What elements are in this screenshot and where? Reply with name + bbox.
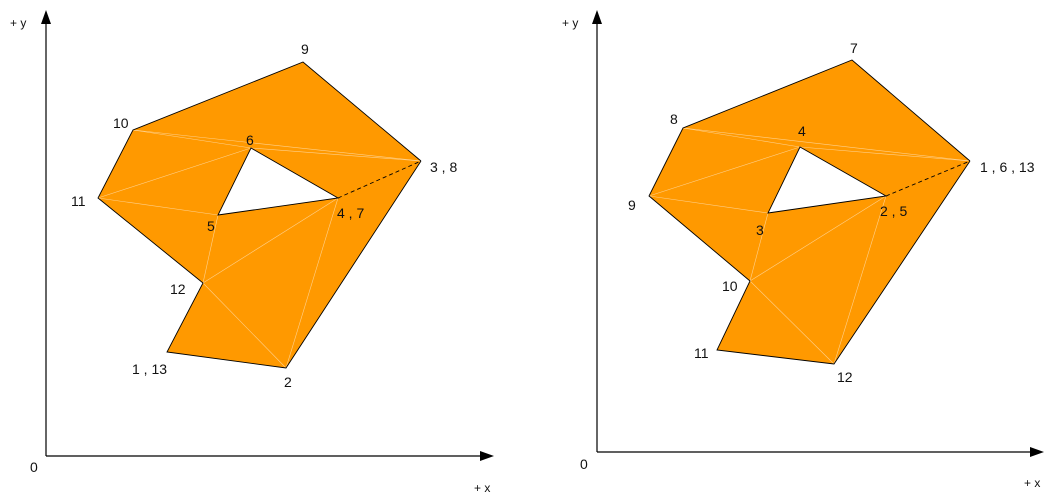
left-vertex-label: 12 bbox=[170, 281, 186, 297]
right-vertex-label: 4 bbox=[798, 123, 806, 139]
right-bridge-edge bbox=[885, 160, 971, 197]
right-vertex-label: 9 bbox=[628, 197, 636, 213]
left-vertex-label: 11 bbox=[71, 193, 86, 209]
right-panel: + y + x 0 1 , 6 , 13 7 8 9 10 11 12 2 , … bbox=[562, 10, 1044, 490]
right-vertex-label: 2 , 5 bbox=[880, 203, 907, 219]
right-vertex-label: 12 bbox=[837, 369, 853, 385]
right-vertex-label: 3 bbox=[756, 222, 764, 238]
right-tri-line bbox=[682, 127, 971, 162]
left-polygon-outline bbox=[97, 61, 422, 369]
left-bridge-edge bbox=[337, 160, 422, 199]
left-origin-label: 0 bbox=[30, 459, 38, 475]
left-tri-line bbox=[202, 197, 339, 284]
right-triangulation-lines bbox=[648, 127, 971, 365]
right-tri-line bbox=[833, 195, 887, 365]
right-tri-line bbox=[648, 146, 801, 197]
left-x-axis-label: + x bbox=[474, 481, 490, 495]
right-vertex-label: 1 , 6 , 13 bbox=[980, 159, 1035, 175]
left-vertex-label: 9 bbox=[301, 41, 309, 57]
left-polygon-fill bbox=[98, 62, 421, 368]
left-vertex-label: 10 bbox=[113, 115, 129, 131]
left-vertex-label: 3 , 8 bbox=[430, 159, 457, 175]
left-tri-line bbox=[97, 147, 252, 199]
left-y-axis-label: + y bbox=[10, 16, 26, 30]
left-vertex-label: 1 , 13 bbox=[132, 361, 167, 377]
right-tri-line bbox=[682, 127, 801, 148]
left-tri-line bbox=[97, 197, 219, 216]
left-tri-line bbox=[132, 129, 252, 149]
left-tri-line bbox=[250, 147, 422, 162]
right-vertex-label: 11 bbox=[694, 345, 709, 361]
left-y-axis-arrow bbox=[41, 10, 51, 24]
right-vertex-label: 8 bbox=[670, 111, 678, 127]
left-panel: + y + x 0 1 , 13 2 3 , 8 9 10 11 12 4 , … bbox=[10, 10, 494, 495]
right-hole bbox=[767, 146, 888, 214]
right-tri-line bbox=[749, 195, 887, 282]
right-polygon-outline bbox=[648, 59, 971, 365]
left-vertex-label: 6 bbox=[246, 132, 254, 148]
left-triangulation-lines bbox=[97, 129, 422, 369]
right-y-axis-label: + y bbox=[562, 16, 578, 30]
left-vertex-label: 2 bbox=[284, 374, 292, 390]
right-polygon-fill bbox=[649, 60, 970, 364]
left-vertex-label: 5 bbox=[207, 218, 215, 234]
left-vertex-label: 4 , 7 bbox=[337, 205, 364, 221]
right-tri-line bbox=[749, 280, 835, 365]
left-hole bbox=[217, 147, 340, 216]
left-x-axis-arrow bbox=[480, 451, 494, 461]
right-y-axis-arrow bbox=[592, 10, 602, 24]
right-x-axis-label: + x bbox=[1024, 476, 1040, 490]
left-tri-line bbox=[202, 282, 287, 369]
right-x-axis-arrow bbox=[1030, 447, 1044, 457]
right-vertex-label: 10 bbox=[722, 278, 738, 294]
left-tri-line bbox=[285, 197, 339, 369]
right-tri-line bbox=[749, 212, 769, 282]
left-tri-line bbox=[132, 129, 422, 162]
right-tri-line bbox=[799, 146, 971, 162]
right-vertex-label: 7 bbox=[850, 40, 858, 56]
right-origin-label: 0 bbox=[580, 456, 588, 472]
left-tri-line bbox=[202, 214, 219, 284]
right-tri-line bbox=[648, 195, 769, 214]
